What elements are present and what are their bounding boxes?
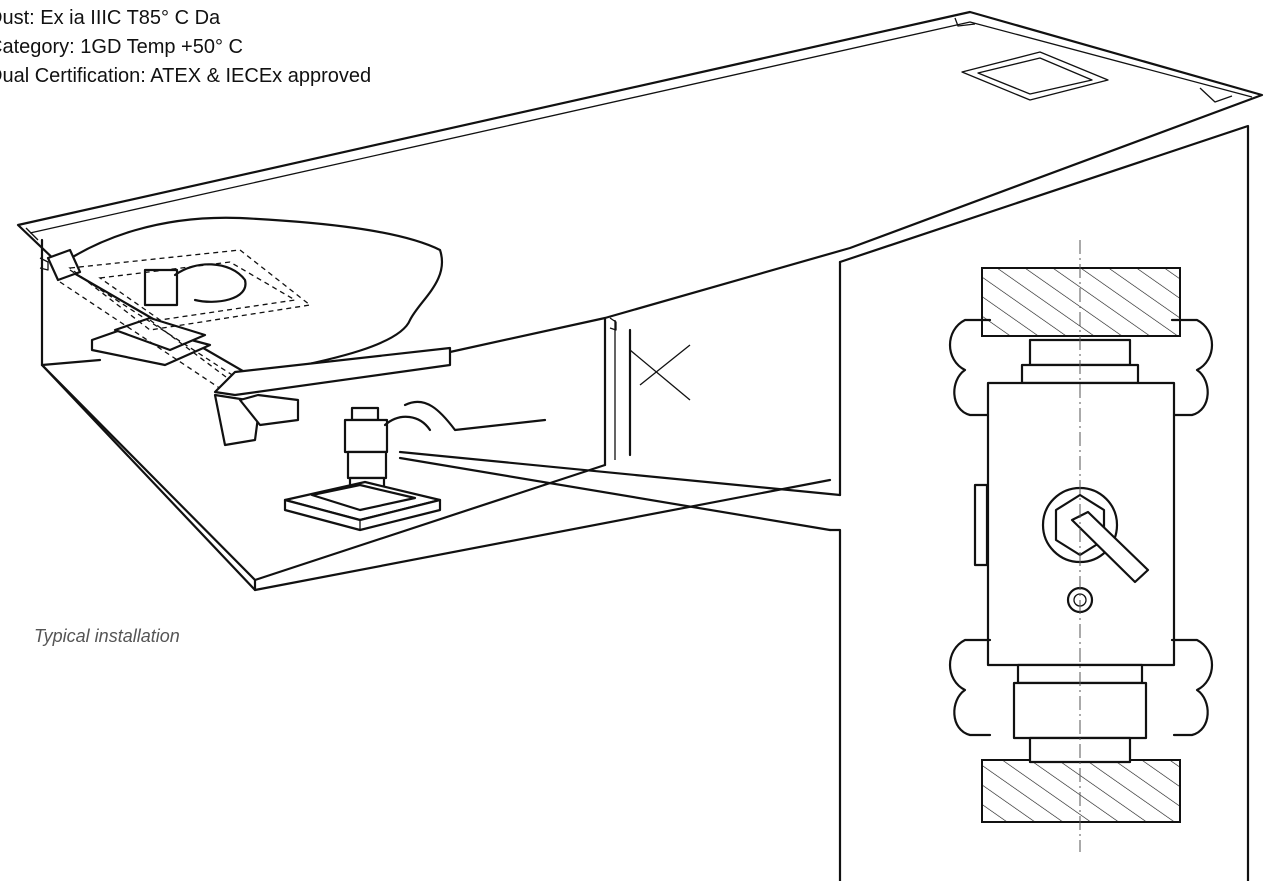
- load-cell-detail: [949, 240, 1213, 852]
- pit-structure: [39, 124, 1250, 881]
- category-rating: Category: 1GD Temp +50° C: [0, 36, 243, 58]
- certification-block: Dust: Ex ia IIIC T85° C Da Category: 1GD…: [0, 4, 371, 91]
- callout-lines: [398, 450, 842, 532]
- cutaway-section: [46, 216, 443, 396]
- installation-caption: Typical installation: [34, 626, 180, 646]
- beam-and-mount: [213, 346, 547, 532]
- dust-rating: Dust: Ex ia IIIC T85° C Da: [0, 7, 221, 29]
- dual-certification: Dual Certification: ATEX & IECEx approve…: [0, 65, 372, 87]
